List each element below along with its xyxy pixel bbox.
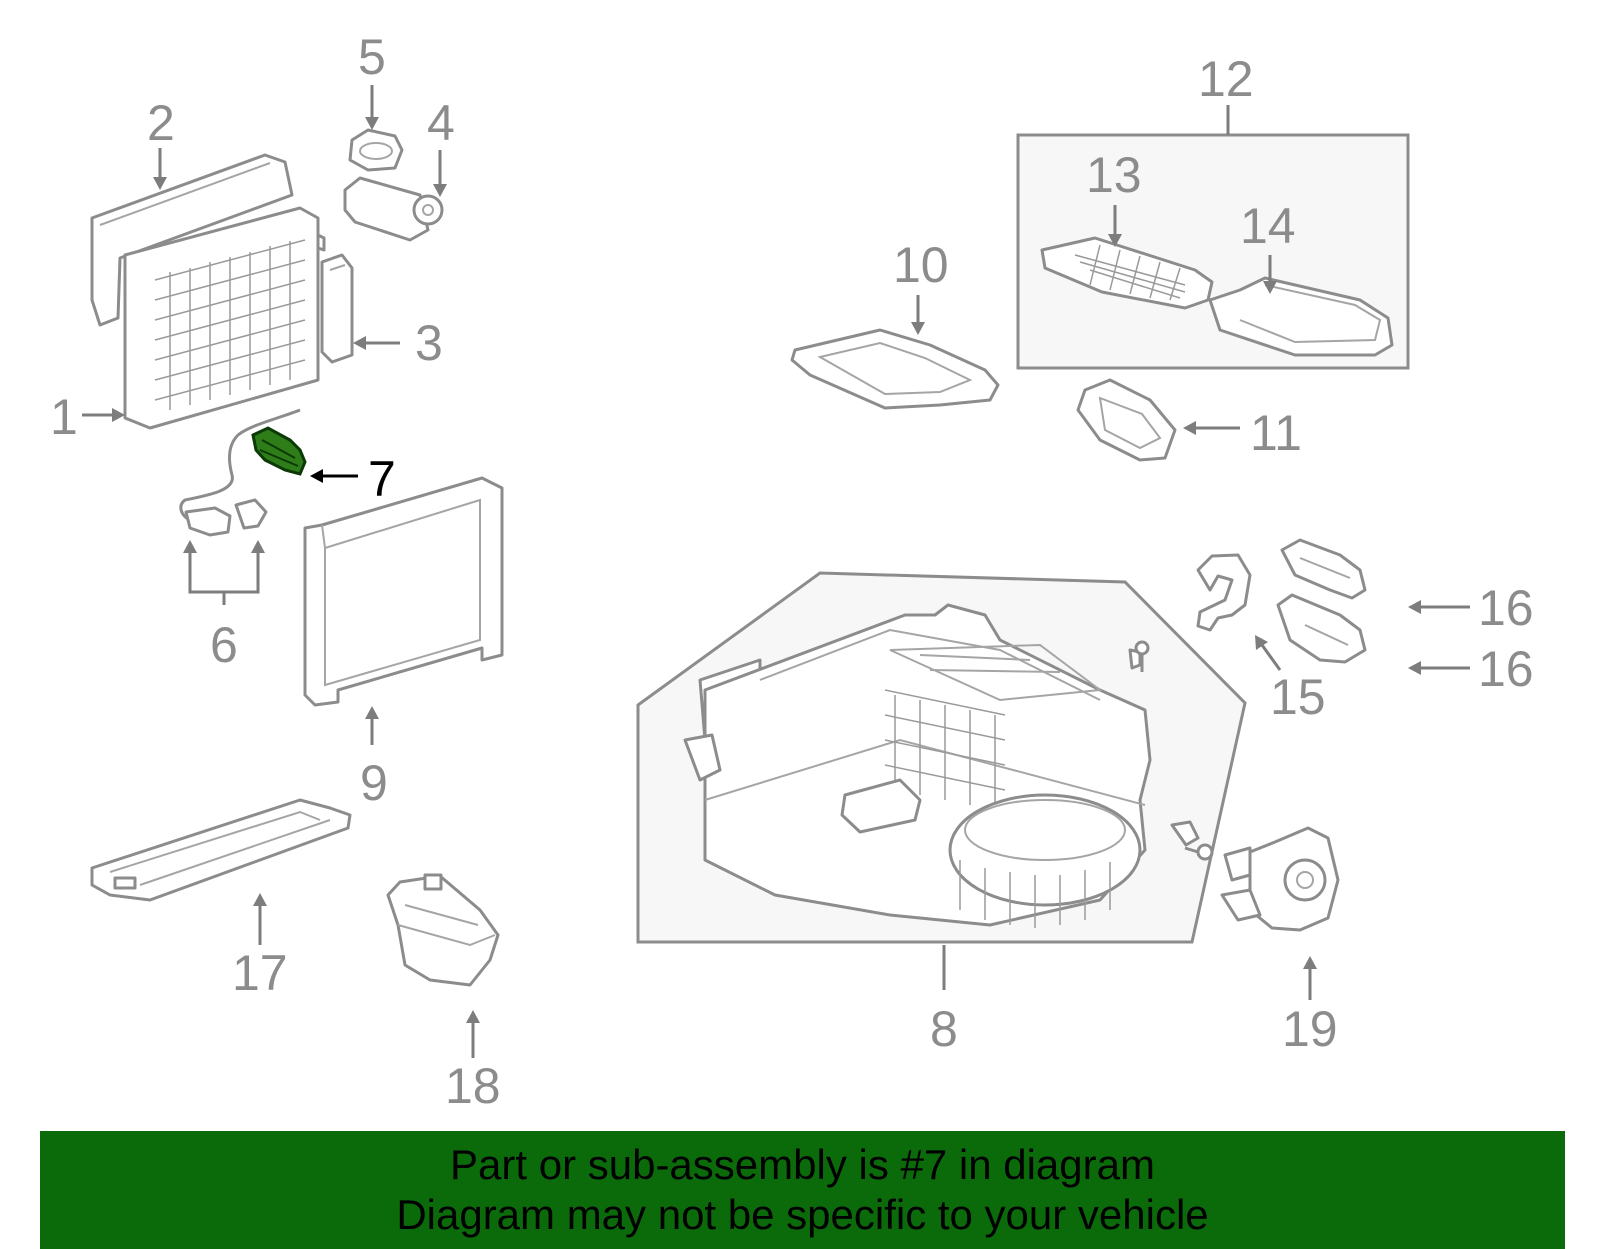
info-banner: Part or sub-assembly is #7 in diagram Di… — [40, 1131, 1565, 1249]
part-9-case-seal-frame[interactable] — [303, 476, 504, 707]
callout-17: 17 — [232, 945, 288, 1001]
screw-lower[interactable] — [1184, 843, 1214, 861]
part-3-filter[interactable] — [320, 253, 354, 364]
part-13-filter-element[interactable] — [1040, 236, 1214, 310]
callout-4: 4 — [427, 95, 455, 151]
part-8-heater-blower-assembly[interactable] — [636, 571, 1247, 944]
callout-19: 19 — [1282, 1001, 1338, 1057]
part-14-filter-case[interactable] — [1208, 276, 1394, 357]
heater-grid — [884, 689, 1006, 808]
part-19-actuator-motor[interactable] — [1220, 826, 1340, 932]
part-17-duct[interactable] — [90, 798, 352, 902]
part-2-evaporator-cover[interactable] — [90, 153, 294, 327]
part-1-evaporator-core[interactable] — [123, 206, 326, 430]
part-16-lower-lever[interactable] — [1276, 593, 1367, 664]
part-16-upper-lever[interactable] — [1280, 538, 1367, 600]
part-4-valve[interactable] — [343, 176, 444, 242]
callout-1: 1 — [50, 389, 78, 445]
callout-labels: 1 2 3 4 5 6 7 8 9 10 11 12 13 14 15 16 1… — [50, 29, 1534, 1114]
banner-line-part-reference: Part or sub-assembly is #7 in diagram — [450, 1141, 1155, 1188]
leader-lines — [82, 85, 1470, 1058]
banner-line-disclaimer: Diagram may not be specific to your vehi… — [396, 1191, 1209, 1238]
callout-3: 3 — [415, 315, 443, 371]
callout-8: 8 — [930, 1001, 958, 1057]
screw-upper[interactable] — [1134, 640, 1150, 672]
callout-6: 6 — [210, 617, 238, 673]
callout-5: 5 — [358, 29, 386, 85]
callout-15: 15 — [1270, 669, 1326, 725]
callout-16-upper: 16 — [1478, 580, 1534, 636]
callout-9: 9 — [360, 755, 388, 811]
part-7-temperature-sensor[interactable] — [251, 426, 307, 476]
callout-14: 14 — [1240, 198, 1296, 254]
callout-7[interactable]: 7 — [368, 451, 396, 507]
part-11-seal-ring[interactable] — [1076, 378, 1177, 462]
part-6-sensor-harness[interactable] — [179, 408, 301, 537]
callout-2: 2 — [147, 95, 175, 151]
callout-11: 11 — [1250, 405, 1302, 461]
callout-10: 10 — [893, 237, 949, 293]
callout-18: 18 — [445, 1058, 501, 1114]
part-10-gasket[interactable] — [790, 328, 1000, 410]
callout-13: 13 — [1086, 147, 1142, 203]
part-5-grommet[interactable] — [348, 128, 404, 172]
callout-16-lower: 16 — [1478, 641, 1534, 697]
callout-12: 12 — [1198, 51, 1254, 107]
part-15-link[interactable] — [1196, 553, 1252, 632]
part-18-resistor[interactable] — [386, 873, 500, 987]
